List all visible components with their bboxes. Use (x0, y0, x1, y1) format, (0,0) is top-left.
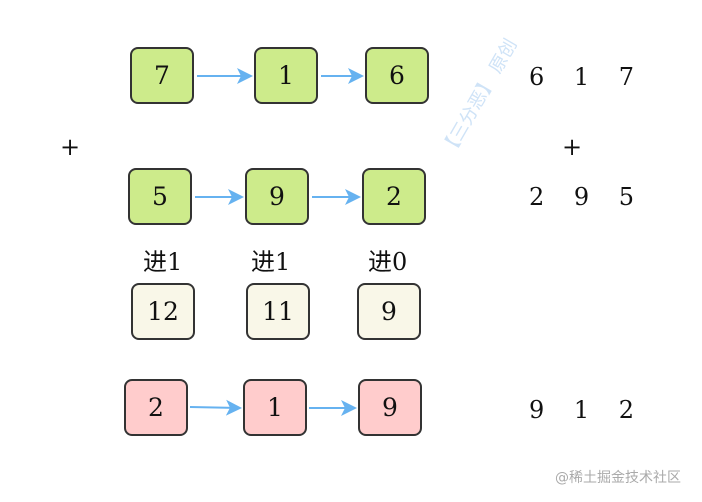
sum-1: 12 (131, 283, 195, 340)
arrow (189, 399, 242, 416)
node-a1: 7 (130, 47, 194, 104)
node-a2: 1 (254, 47, 318, 104)
right-number-a: 6 1 7 (529, 63, 646, 91)
sum-3: 9 (357, 283, 421, 340)
node-b2: 9 (245, 168, 309, 225)
right-number-result: 9 1 2 (529, 396, 646, 424)
sum-2: 11 (246, 283, 310, 340)
right-number-b: 2 9 5 (529, 183, 646, 211)
result-3: 9 (358, 379, 422, 436)
node-b3: 2 (362, 168, 426, 225)
result-1: 2 (124, 379, 188, 436)
carry-2: 进1 (251, 248, 291, 276)
node-a3: 6 (365, 47, 429, 104)
credit-watermark: @稀土掘金技术社区 (555, 470, 681, 486)
carry-1: 进1 (143, 248, 183, 276)
node-b1: 5 (128, 168, 192, 225)
right-plus: + (562, 133, 583, 161)
result-2: 1 (243, 379, 307, 436)
carry-3: 进0 (368, 248, 408, 276)
left-plus: + (60, 133, 81, 161)
